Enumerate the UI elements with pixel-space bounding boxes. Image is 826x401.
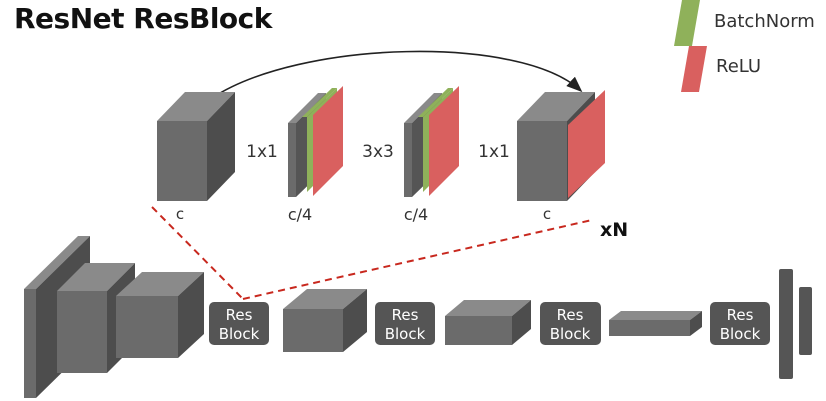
legend-batchnorm-label: BatchNorm xyxy=(714,11,815,32)
layer-conv1x1-reduce xyxy=(288,86,343,197)
op-label-1x1-second: 1x1 xyxy=(478,142,510,162)
repeat-label: xN xyxy=(600,219,628,241)
feature-map-1 xyxy=(283,289,367,352)
conv-block-2 xyxy=(116,272,204,358)
res-block-4: Res Block xyxy=(710,302,770,345)
output-cube xyxy=(517,90,605,201)
channel-label-c4-first: c/4 xyxy=(288,205,312,224)
output-layer xyxy=(799,287,812,355)
feature-map-2 xyxy=(445,300,531,345)
res-block-1-label-line1: Res xyxy=(226,306,253,324)
legend-relu-label: ReLU xyxy=(716,56,761,77)
legend: BatchNorm ReLU xyxy=(674,0,815,92)
channel-label-c-output: c xyxy=(543,205,551,223)
channel-label-c4-second: c/4 xyxy=(404,205,428,224)
op-label-1x1-first: 1x1 xyxy=(246,142,278,162)
op-label-3x3: 3x3 xyxy=(362,142,394,162)
res-block-2-label-line1: Res xyxy=(392,306,419,324)
res-block-4-label-line1: Res xyxy=(727,306,754,324)
res-block-3-label-line1: Res xyxy=(557,306,584,324)
page-title: ResNet ResBlock xyxy=(14,2,272,35)
layer-conv3x3 xyxy=(404,86,459,197)
legend-batchnorm-swatch xyxy=(674,0,700,46)
skip-connection-arrow xyxy=(211,50,583,99)
res-block-3: Res Block xyxy=(540,302,601,345)
channel-label-c-input: c xyxy=(176,205,184,223)
res-block-1-label-line2: Block xyxy=(219,325,260,343)
res-block-3-label-line2: Block xyxy=(550,325,591,343)
res-block-1: Res Block xyxy=(209,302,269,345)
legend-relu-swatch xyxy=(681,46,707,92)
res-block-4-label-line2: Block xyxy=(720,325,761,343)
feature-map-3 xyxy=(609,311,702,336)
zoom-line-right xyxy=(242,219,593,300)
res-block-2: Res Block xyxy=(375,302,435,345)
input-cube xyxy=(157,92,235,201)
res-block-2-label-line2: Block xyxy=(385,325,426,343)
zoom-line-left xyxy=(151,206,244,300)
fc-layer xyxy=(779,269,793,379)
